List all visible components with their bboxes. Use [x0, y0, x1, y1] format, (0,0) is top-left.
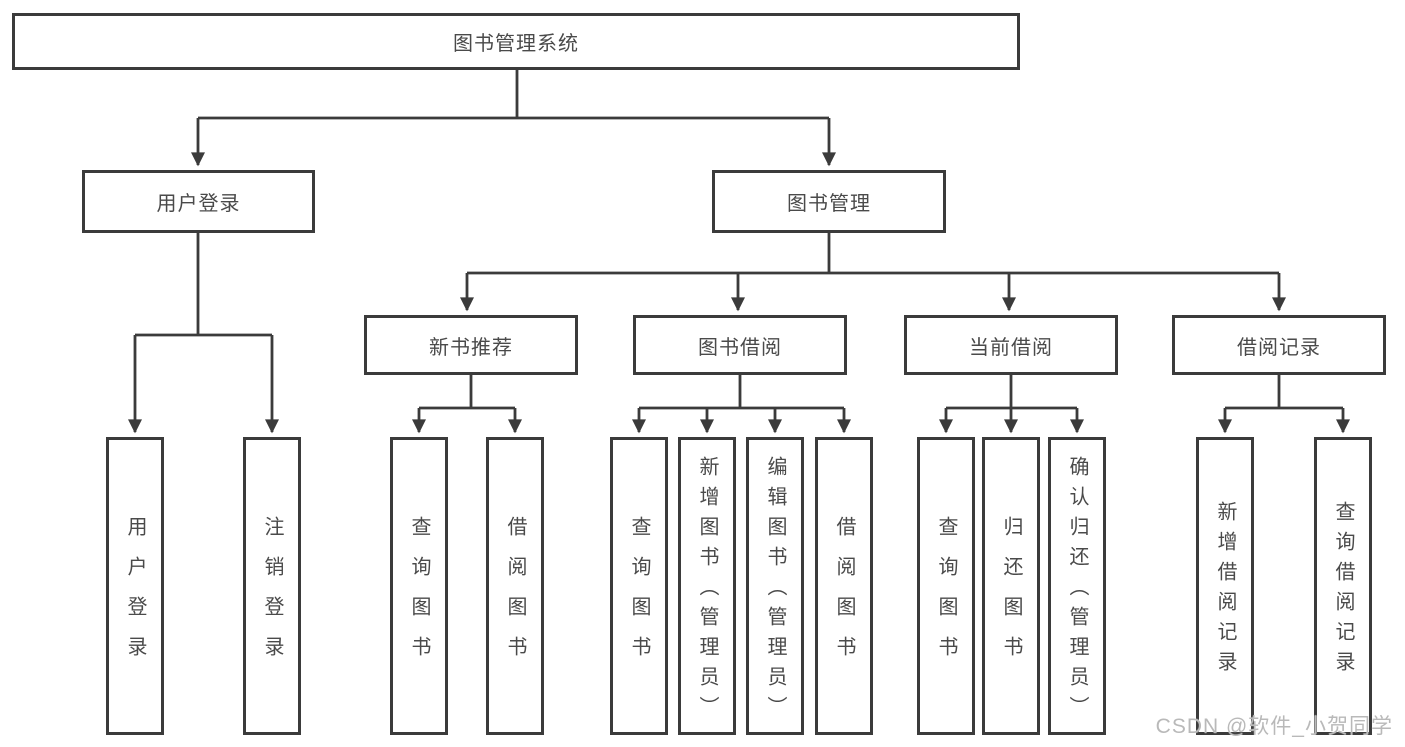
leaf-query-books-2: 查询图书 — [610, 437, 668, 735]
leaf-label: 查询借阅记录 — [1332, 501, 1354, 681]
connector-newbook-bar — [419, 375, 515, 410]
leaf-label: 确认归还（管理员） — [1066, 456, 1088, 726]
node-book-borrow: 图书借阅 — [633, 315, 847, 375]
leaf-query-books-3: 查询图书 — [917, 437, 975, 735]
leaf-label: 注销登录 — [261, 516, 283, 676]
leaf-label: 查询图书 — [628, 516, 650, 676]
leaf-add-borrow-record: 新增借阅记录 — [1196, 437, 1254, 735]
leaf-add-book-admin: 新增图书（管理员） — [678, 437, 736, 735]
leaf-label: 归还图书 — [1000, 516, 1022, 676]
watermark: CSDN @软件_小贺同学 — [1155, 715, 1393, 738]
node-user-login: 用户登录 — [82, 170, 315, 233]
leaf-label: 新增借阅记录 — [1214, 501, 1236, 681]
node-book-management: 图书管理 — [712, 170, 946, 233]
leaf-query-borrow-record: 查询借阅记录 — [1314, 437, 1372, 735]
leaf-user-login: 用户登录 — [106, 437, 164, 735]
connector-userlogin-bar — [135, 233, 272, 337]
leaf-borrow-books-2: 借阅图书 — [815, 437, 873, 735]
leaf-confirm-return-admin: 确认归还（管理员） — [1048, 437, 1106, 735]
leaf-return-book: 归还图书 — [982, 437, 1040, 735]
node-root: 图书管理系统 — [12, 13, 1020, 70]
connector-currentborrow-bar — [946, 375, 1077, 410]
leaf-edit-book-admin: 编辑图书（管理员） — [746, 437, 804, 735]
leaf-borrow-books-1: 借阅图书 — [486, 437, 544, 735]
leaf-label: 编辑图书（管理员） — [764, 456, 786, 726]
leaf-label: 新增图书（管理员） — [696, 456, 718, 726]
connector-bookborrow-bar — [639, 375, 844, 410]
connector-bookmgmt-bar — [467, 233, 1279, 275]
node-borrow-records: 借阅记录 — [1172, 315, 1386, 375]
node-new-book-recommend: 新书推荐 — [364, 315, 578, 375]
leaf-label: 查询图书 — [935, 516, 957, 676]
leaf-label: 查询图书 — [408, 516, 430, 676]
leaf-label: 用户登录 — [124, 516, 146, 676]
leaf-label: 借阅图书 — [833, 516, 855, 676]
node-current-borrow: 当前借阅 — [904, 315, 1118, 375]
leaf-query-books-1: 查询图书 — [390, 437, 448, 735]
connector-root-bar — [198, 70, 829, 120]
leaf-logout: 注销登录 — [243, 437, 301, 735]
connector-borrowrecord-bar — [1225, 375, 1343, 410]
leaf-label: 借阅图书 — [504, 516, 526, 676]
